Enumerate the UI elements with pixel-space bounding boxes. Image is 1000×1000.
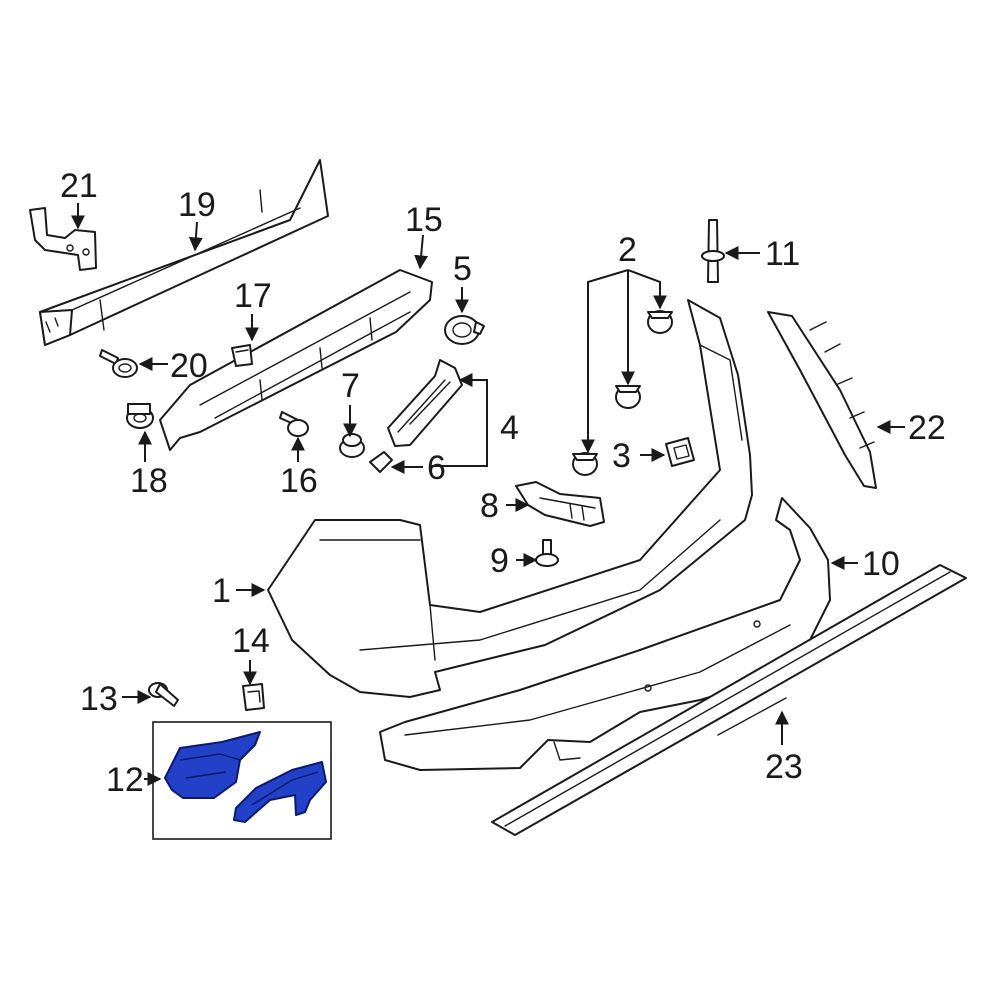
retainer-part-2 <box>572 310 673 476</box>
callout-16: 16 <box>280 462 318 500</box>
stud-part-11 <box>701 219 725 283</box>
bolt-part-20 <box>99 349 138 378</box>
callout-20: 20 <box>170 347 208 385</box>
step-pad-part <box>491 564 967 836</box>
bumper-cover-part <box>267 299 753 698</box>
callout-14: 14 <box>232 622 270 660</box>
callout-18: 18 <box>130 462 168 500</box>
callout-5: 5 <box>453 250 472 288</box>
callout-1: 1 <box>212 572 231 610</box>
nut-part-5 <box>444 315 485 345</box>
side-bracket-part-4 <box>387 359 463 447</box>
push-pin-part-18 <box>126 403 154 429</box>
side-garnish-part-22 <box>767 311 877 489</box>
callout-23: 23 <box>765 748 803 786</box>
highlighted-part-12 <box>164 731 327 823</box>
retainer-part-7 <box>339 433 365 458</box>
clip-part-17 <box>231 344 253 367</box>
clip-part-6 <box>369 451 393 473</box>
callout-labels: 21 19 15 17 5 2 11 20 7 4 22 3 6 18 16 8… <box>60 167 946 799</box>
clip-part-14 <box>242 683 265 711</box>
callout-22: 22 <box>908 409 946 447</box>
callout-9: 9 <box>490 542 509 580</box>
callout-12: 12 <box>106 761 144 799</box>
leader-lines <box>71 203 905 786</box>
bracket-part-21 <box>29 207 97 271</box>
callout-15: 15 <box>405 201 443 239</box>
callout-6: 6 <box>427 449 446 487</box>
bracket-part-8 <box>515 481 605 527</box>
energy-absorber-part <box>159 269 433 451</box>
bolt-part-9 <box>535 539 559 567</box>
callout-8: 8 <box>480 487 499 525</box>
callout-11: 11 <box>765 235 800 273</box>
callout-13: 13 <box>80 680 118 718</box>
callout-4: 4 <box>500 409 519 447</box>
callout-2: 2 <box>618 231 637 269</box>
callout-3: 3 <box>612 437 631 475</box>
callout-19: 19 <box>178 186 216 224</box>
callout-17: 17 <box>234 277 272 315</box>
screw-part-16 <box>279 411 309 437</box>
bolt-part-13 <box>148 682 179 707</box>
callout-7: 7 <box>341 367 360 405</box>
reinforcement-bar-part <box>39 159 329 346</box>
callout-10: 10 <box>862 545 900 583</box>
lower-valance-part <box>379 497 831 771</box>
clip-part-3 <box>665 437 695 467</box>
callout-21: 21 <box>60 167 98 205</box>
